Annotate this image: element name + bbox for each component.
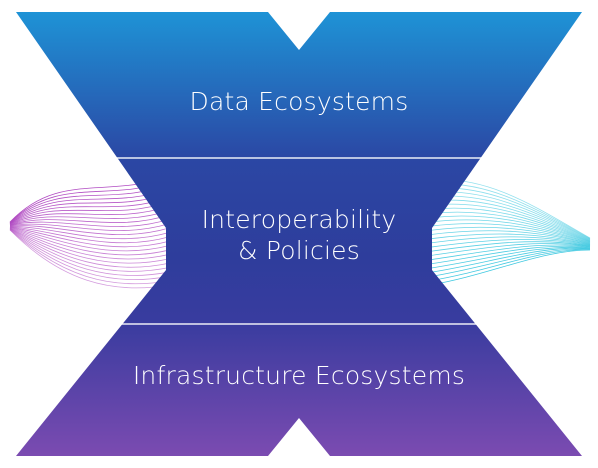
left-wave-line <box>9 226 171 252</box>
right-wave-line <box>429 219 591 244</box>
left-wave-line <box>9 227 171 260</box>
right-wave-line <box>429 241 591 252</box>
interoperability-policies-label: Interoperability & Policies <box>0 204 598 267</box>
right-wave-line <box>429 245 591 265</box>
right-wave-line <box>429 207 591 242</box>
right-wave-line <box>429 249 591 286</box>
left-wave-line <box>9 227 171 256</box>
left-wave-line <box>9 229 171 289</box>
left-wave-line <box>9 227 171 264</box>
left-wave-line <box>9 201 171 225</box>
right-wave-line <box>429 247 591 273</box>
interoperability-label-line1: Interoperability <box>201 205 397 234</box>
right-wave-line <box>429 248 591 277</box>
left-wave-line <box>9 226 171 244</box>
left-wave-line <box>9 229 171 281</box>
left-wave-line <box>9 225 171 236</box>
right-wave-line <box>429 239 591 248</box>
x-shape <box>16 12 582 456</box>
left-wave-line <box>9 228 171 276</box>
right-wave-line <box>429 236 591 246</box>
right-wave-line <box>429 203 591 242</box>
right-wave-line <box>429 226 591 245</box>
right-wave-line <box>429 215 591 243</box>
left-wave-line <box>9 226 171 248</box>
left-wave-line <box>9 209 171 225</box>
left-wave-line <box>9 225 171 240</box>
data-ecosystems-label: Data Ecosystems <box>189 87 409 116</box>
right-wave-line <box>429 246 591 269</box>
right-wave-line <box>429 249 591 282</box>
infrastructure-ecosystems-label: Infrastructure Ecosystems <box>132 361 466 390</box>
right-wave-line <box>429 223 591 244</box>
right-wave-line <box>429 211 591 243</box>
right-wave-line <box>429 233 591 246</box>
left-wave-line <box>9 223 171 232</box>
left-wave-line <box>9 218 171 227</box>
right-wave-line <box>429 243 591 256</box>
left-wave-line <box>9 214 171 226</box>
left-wave-line <box>9 229 171 285</box>
right-wave-line <box>429 244 591 261</box>
right-wave-line <box>429 230 591 245</box>
left-wave-line <box>9 205 171 225</box>
left-wave-line <box>9 228 171 268</box>
interoperability-label-line2: & Policies <box>238 236 360 266</box>
left-wave-line <box>9 228 171 272</box>
left-wave-decoration <box>9 174 171 289</box>
